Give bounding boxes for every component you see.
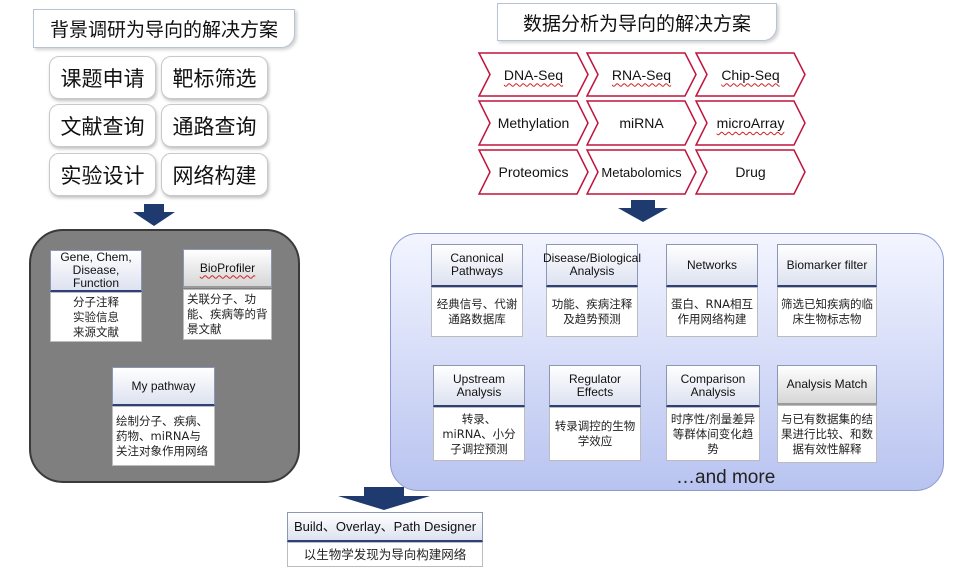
card-body-text: 经典信号、代谢通路数据库: [436, 297, 518, 326]
left-section-title-text: 背景调研为导向的解决方案: [49, 19, 278, 41]
card-header-label: BioProfiler: [199, 260, 256, 275]
my-pathway-card-header[interactable]: My pathway: [112, 367, 215, 406]
card-header-label: Gene, Chem, Disease, Function: [60, 250, 132, 290]
card-header-label: Comparison Analysis: [680, 371, 746, 399]
card-header-label: My pathway: [131, 378, 196, 393]
card-body-text: 与已有数据集的结果进行比较、和数据有效性解释: [781, 411, 873, 456]
card-body-text: 蛋白、RNA相互作用网络构建: [671, 297, 753, 326]
chevron-label: microArray: [716, 115, 785, 131]
topic-grant-application[interactable]: 课题申请: [49, 56, 156, 99]
chevron-proteomics[interactable]: Proteomics: [478, 149, 589, 195]
left-section-title: 背景调研为导向的解决方案: [33, 9, 295, 48]
chevron-dna-seq[interactable]: DNA-Seq: [478, 52, 589, 97]
bioprofiler-card-body: 关联分子、功能、疾病等的背景文献: [183, 289, 272, 340]
card-body-text: 分子注释 实验信息 来源文献: [73, 294, 119, 339]
bioprofiler-card-header[interactable]: BioProfiler: [183, 249, 272, 288]
regulator-effects-card-body: 转录调控的生物学效应: [549, 407, 641, 461]
down-arrow-icon: [338, 487, 430, 510]
biomarker-filter-card-header[interactable]: Biomarker filter: [777, 244, 877, 287]
topic-pathway-search[interactable]: 通路查询: [161, 104, 268, 147]
my-pathway-card-body: 绘制分子、疾病、药物、miRNA与关注对象作用网络: [112, 406, 215, 466]
disease-bio-card-header[interactable]: Disease/Biological Analysis: [542, 244, 642, 287]
chevron-mirna[interactable]: miRNA: [586, 100, 697, 146]
comparison-analysis-card-body: 时序性/剂量差异等群体间变化趋势: [666, 407, 760, 461]
networks-card-header[interactable]: Networks: [666, 244, 758, 287]
card-body-text: 转录、miRNA、小分子调控预测: [442, 411, 516, 456]
chevron-label: Chip-Seq: [721, 66, 780, 83]
chevron-chip-seq[interactable]: Chip-Seq: [695, 52, 806, 97]
card-header-label: Networks: [686, 257, 737, 272]
topic-label: 靶标筛选: [172, 66, 257, 91]
chevron-label: RNA-Seq: [611, 66, 672, 83]
chevron-label: Proteomics: [498, 164, 569, 180]
biomarker-filter-card-body: 筛选已知疾病的临床生物标志物: [777, 287, 877, 337]
card-header-label: Upstream Analysis: [452, 371, 505, 399]
disease-bio-card-body: 功能、疾病注释及趋势预测: [546, 287, 638, 337]
canonical-pathways-card-header[interactable]: Canonical Pathways: [431, 244, 523, 287]
upstream-analysis-card-body: 转录、miRNA、小分子调控预测: [433, 407, 525, 461]
topic-literature-search[interactable]: 文献查询: [49, 104, 156, 147]
chevron-label: Methylation: [497, 115, 570, 131]
card-header-label: Analysis Match: [786, 377, 868, 391]
upstream-analysis-card-header[interactable]: Upstream Analysis: [433, 365, 525, 407]
topic-target-screening[interactable]: 靶标筛选: [161, 56, 268, 99]
topic-network-building[interactable]: 网络构建: [161, 153, 268, 196]
build-overlay-card-header[interactable]: Build、Overlay、Path Designer: [287, 512, 483, 542]
analysis-match-card-header[interactable]: Analysis Match: [777, 365, 877, 405]
topic-label: 通路查询: [172, 114, 257, 139]
chevron-label: DNA-Seq: [503, 66, 564, 83]
chevron-methylation[interactable]: Methylation: [478, 100, 589, 146]
card-body-text: 时序性/剂量差异等群体间变化趋势: [670, 411, 756, 456]
card-body-text: 绘制分子、疾病、药物、miRNA与关注对象作用网络: [116, 413, 208, 458]
card-body-text: 筛选已知疾病的临床生物标志物: [781, 297, 873, 326]
chevron-rna-seq[interactable]: RNA-Seq: [586, 52, 697, 97]
regulator-effects-card-header[interactable]: Regulator Effects: [549, 365, 641, 407]
right-section-title-text: 数据分析为导向的解决方案: [522, 12, 751, 35]
chevron-label: miRNA: [619, 115, 664, 131]
networks-card-body: 蛋白、RNA相互作用网络构建: [666, 287, 758, 337]
chevron-drug[interactable]: Drug: [695, 149, 806, 195]
card-header-label: Disease/Biological Analysis: [542, 251, 642, 278]
chevron-label: Drug: [735, 164, 766, 180]
chevron-label: Metabolomics: [601, 164, 682, 180]
build-overlay-card-body: 以生物学发现为导向构建网络: [287, 542, 483, 567]
comparison-analysis-card-header[interactable]: Comparison Analysis: [666, 365, 760, 407]
chevron-microarray[interactable]: microArray: [695, 100, 806, 146]
card-body-text: 转录调控的生物学效应: [554, 419, 636, 448]
topic-label: 课题申请: [60, 66, 145, 91]
topic-label: 网络构建: [172, 163, 257, 188]
card-header-label: Biomarker filter: [786, 257, 868, 272]
card-header-label: Regulator Effects: [568, 371, 622, 399]
card-header-label: Build、Overlay、Path Designer: [293, 519, 477, 534]
topic-label: 文献查询: [60, 114, 145, 139]
analysis-match-card-body: 与已有数据集的结果进行比较、和数据有效性解释: [777, 405, 877, 463]
card-body-text: 以生物学发现为导向构建网络: [303, 547, 467, 562]
topic-label: 实验设计: [60, 163, 145, 188]
gene-chem-disease-card-body: 分子注释 实验信息 来源文献: [50, 292, 142, 342]
topic-experiment-design[interactable]: 实验设计: [49, 153, 156, 196]
card-body-text: 关联分子、功能、疾病等的背景文献: [187, 292, 268, 336]
down-arrow-icon: [133, 204, 175, 226]
gene-chem-disease-card-header[interactable]: Gene, Chem, Disease, Function: [50, 250, 142, 292]
down-arrow-icon: [618, 200, 668, 222]
card-body-text: 功能、疾病注释及趋势预测: [551, 297, 633, 326]
canonical-pathways-card-body: 经典信号、代谢通路数据库: [431, 287, 523, 337]
and-more-text: …and more: [676, 467, 776, 488]
right-section-title: 数据分析为导向的解决方案: [497, 3, 777, 41]
card-header-label: Canonical Pathways: [450, 251, 504, 278]
chevron-metabolomics[interactable]: Metabolomics: [586, 149, 697, 195]
